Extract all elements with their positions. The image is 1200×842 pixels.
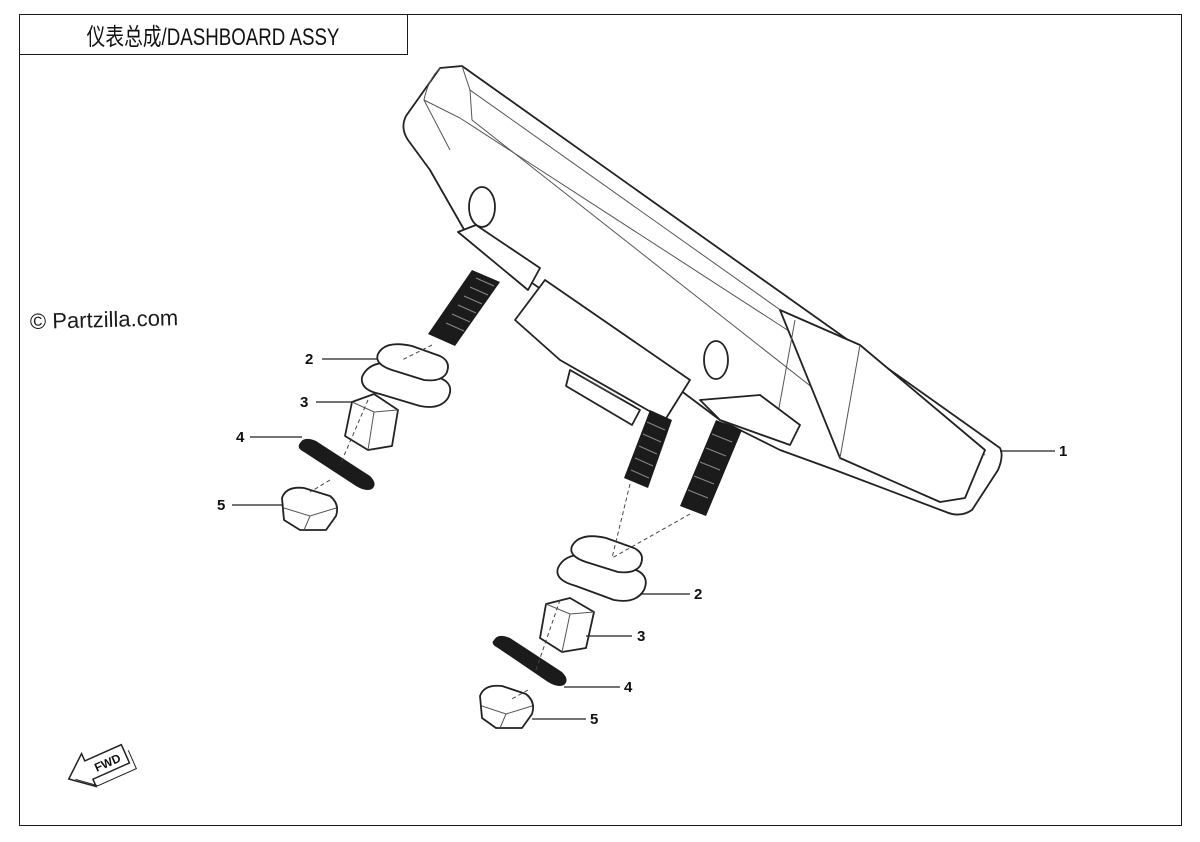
callout-3-right: 3	[637, 628, 645, 645]
drawing-frame	[19, 14, 1182, 826]
washer-right	[492, 635, 567, 686]
spacer-left	[344, 393, 399, 451]
callout-5-right: 5	[590, 711, 598, 728]
grommet-left	[360, 343, 452, 408]
fwd-arrow: FWD	[67, 743, 138, 788]
callout-4-left: 4	[236, 429, 245, 446]
stud-center	[624, 410, 672, 488]
diagram-title: 仪表总成/DASHBOARD ASSY	[86, 23, 340, 51]
callout-3-left: 3	[300, 394, 308, 411]
dashboard-housing	[402, 65, 1003, 516]
side-button-left	[468, 186, 496, 228]
assembly-axis-right	[509, 483, 691, 701]
assembly-axis-left	[309, 344, 433, 493]
title-box: 仪表总成/DASHBOARD ASSY	[19, 14, 408, 55]
stud-right	[680, 420, 742, 516]
side-button-right	[703, 340, 729, 380]
callout-2-right: 2	[694, 586, 702, 603]
callout-4-right: 4	[624, 679, 633, 696]
callout-1: 1	[1059, 443, 1067, 460]
washer-left	[298, 438, 375, 490]
callout-2-left: 2	[305, 351, 313, 368]
callout-5-left: 5	[217, 497, 225, 514]
nut-right	[479, 684, 535, 729]
leader-lines	[232, 358, 1055, 720]
spacer-right	[539, 597, 595, 653]
stud-left	[428, 270, 500, 346]
nut-left	[281, 486, 339, 531]
grommet-right	[556, 535, 647, 602]
